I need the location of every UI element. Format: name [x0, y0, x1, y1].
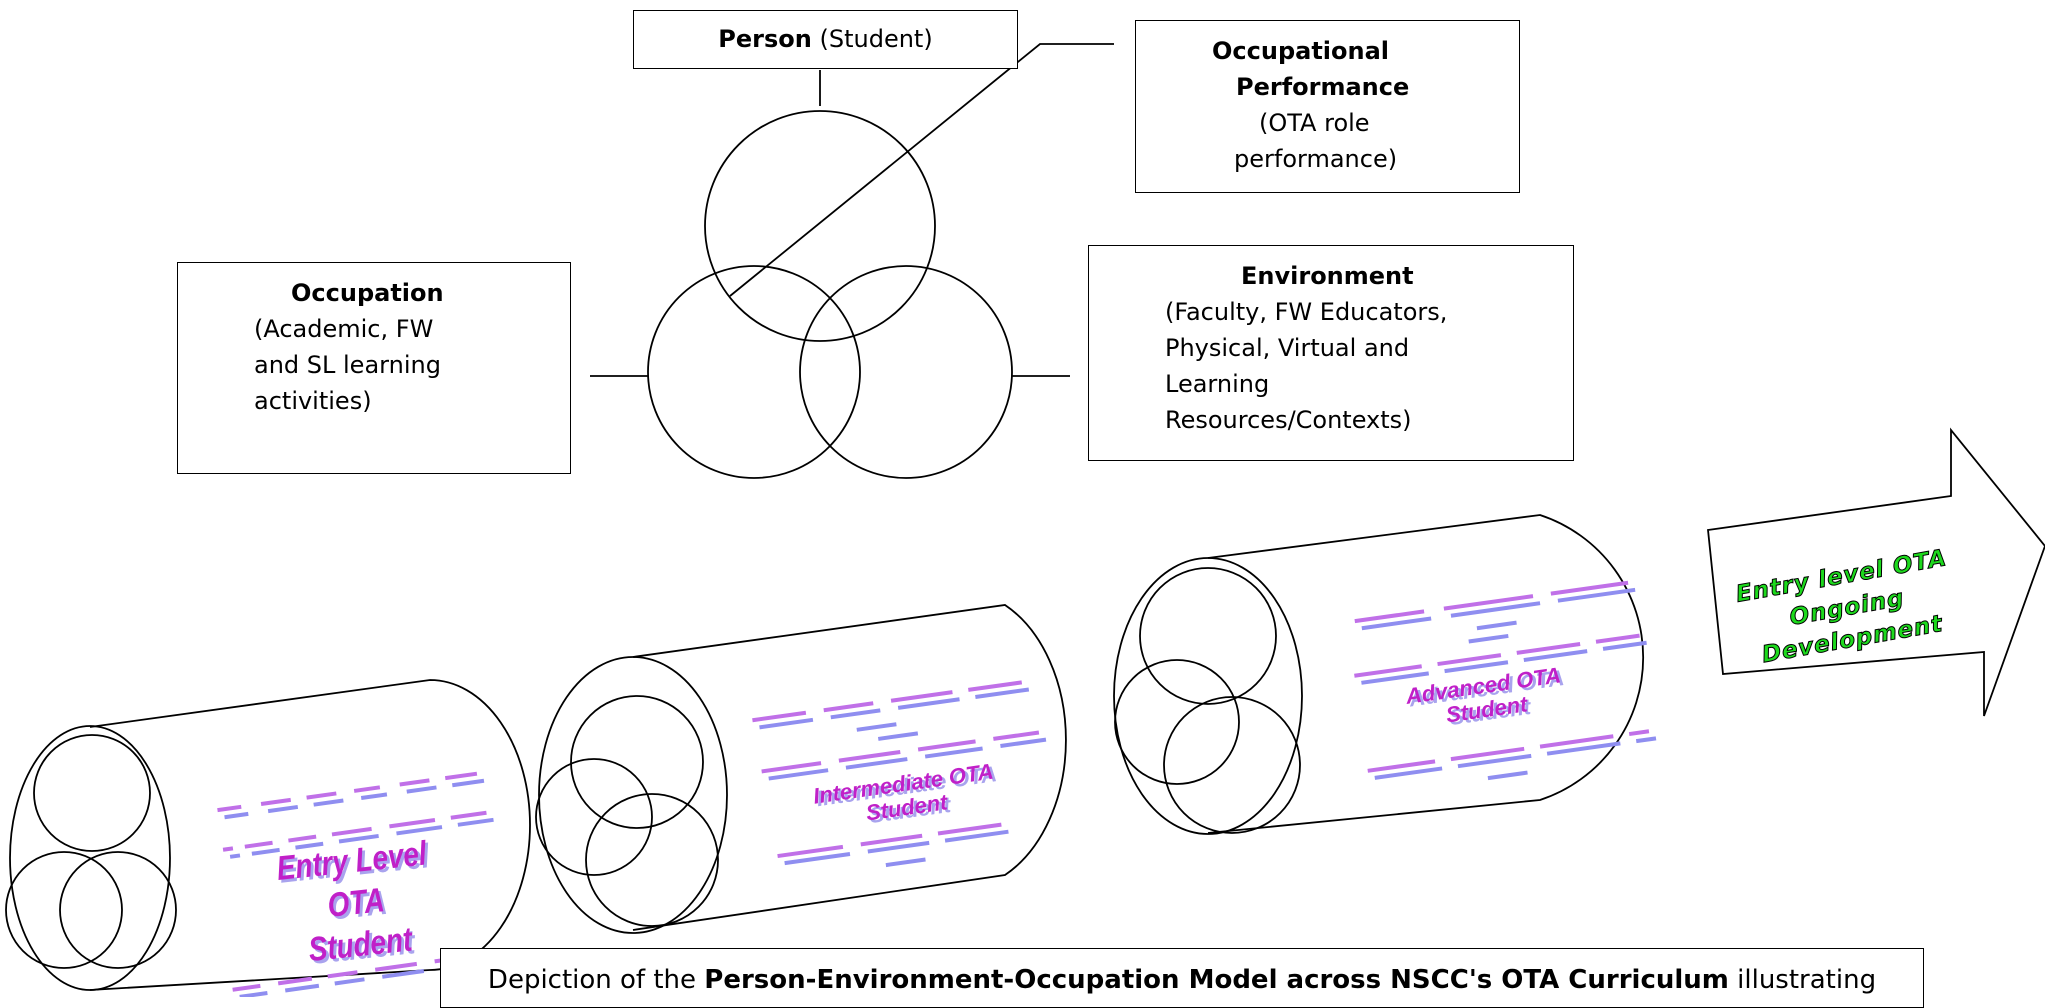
occupation-desc-2: and SL learning: [254, 351, 441, 379]
stage-label-entry: Entry Level OTA Student: [252, 830, 461, 976]
occupational-performance-box: Occupational Performance (OTA role perfo…: [1135, 20, 1520, 193]
environment-desc-2: Physical, Virtual and: [1165, 334, 1410, 362]
occupation-circle: [647, 265, 861, 479]
person-circle: [704, 110, 936, 342]
caption-bold: Person-Environment-Occupation Model acro…: [704, 965, 1729, 995]
person-label: Person: [718, 25, 812, 53]
environment-box: Environment (Faculty, FW Educators, Phys…: [1088, 245, 1574, 461]
occupation-box: Occupation (Academic, FW and SL learning…: [177, 262, 571, 474]
environment-desc-3: Learning: [1165, 370, 1270, 398]
occupational-performance-title-2: Performance: [1236, 73, 1410, 101]
environment-title: Environment: [1241, 262, 1414, 290]
person-sublabel: (Student): [811, 25, 933, 53]
occupational-performance-title-1: Occupational: [1212, 37, 1390, 65]
tube-dash-decor: [217, 580, 1657, 997]
caption-post: illustrating: [1728, 965, 1877, 995]
environment-desc-4: Resources/Contexts): [1165, 406, 1412, 434]
person-box: Person (Student): [633, 10, 1018, 69]
tube-advanced: [1113, 514, 1644, 835]
caption-box: Depiction of the Person-Environment-Occu…: [440, 948, 1924, 1008]
progress-arrow: [1707, 427, 2045, 717]
performance-connector: [729, 43, 1114, 297]
peo-venn: [590, 43, 1114, 479]
caption-pre: Depiction of the: [487, 965, 705, 995]
tube-intermediate: [535, 604, 1067, 934]
occupation-desc-3: activities): [254, 387, 372, 415]
environment-circle: [799, 265, 1013, 479]
environment-desc-1: (Faculty, FW Educators,: [1165, 298, 1448, 326]
occupation-title: Occupation: [291, 279, 444, 307]
occupational-performance-desc-1: (OTA role: [1259, 109, 1370, 137]
occupation-desc-1: (Academic, FW: [254, 315, 434, 343]
occupational-performance-desc-2: performance): [1234, 145, 1398, 173]
